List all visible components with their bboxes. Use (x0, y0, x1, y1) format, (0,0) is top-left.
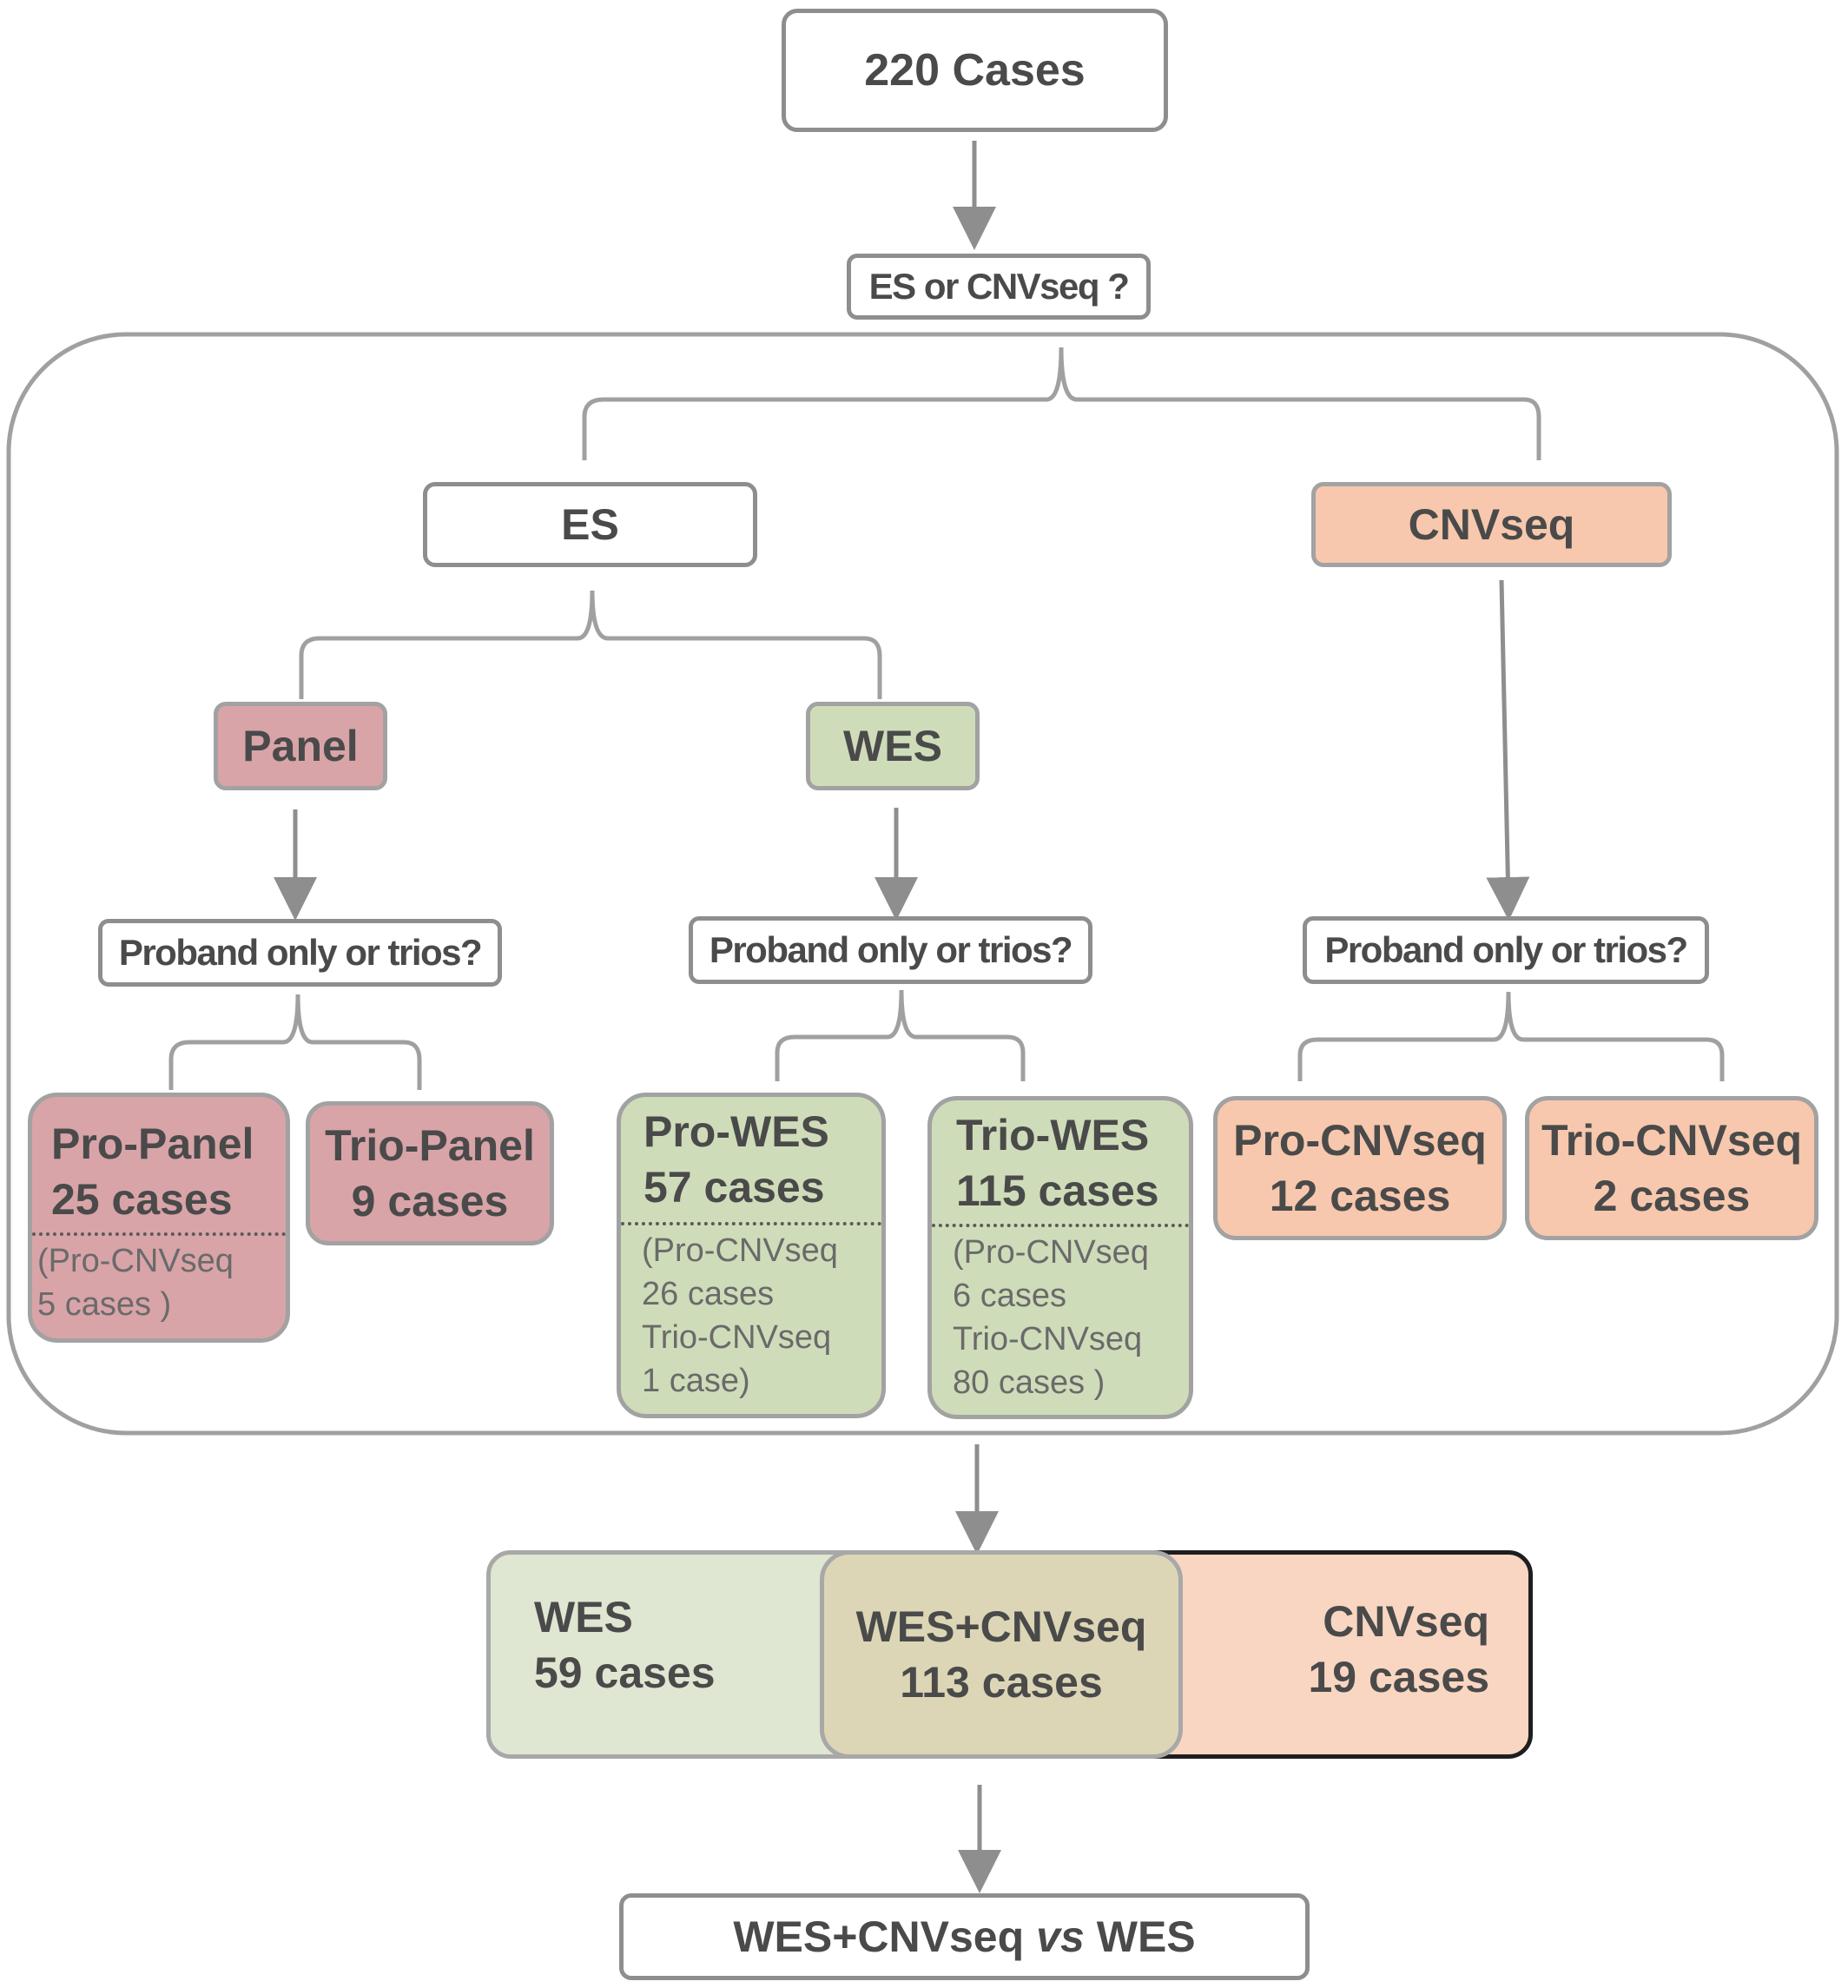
pro-wes-sub3: Trio-CNVseq (642, 1319, 832, 1356)
wes-box: WES (806, 702, 980, 790)
pro-wes-sub4: 1 case) (642, 1363, 750, 1399)
total-cases-box: 220 Cases (782, 9, 1168, 132)
question-panel-proband-or-trios: Proband only or trios? (98, 919, 502, 987)
trio-panel-box: Trio-Panel 9 cases (306, 1101, 554, 1245)
pro-cnvseq-title: Pro-CNVseq (1233, 1116, 1487, 1165)
trio-panel-count: 9 cases (351, 1177, 509, 1225)
pro-panel-divider (32, 1232, 286, 1236)
arrow-cnvseq-to-question (1486, 579, 1530, 921)
panel-box: Panel (214, 702, 387, 790)
panel-label: Panel (242, 722, 359, 770)
pro-wes-title: Pro-WES (644, 1107, 829, 1156)
pro-panel-title: Pro-Panel (51, 1119, 254, 1168)
brace-panel-wes (299, 590, 882, 699)
trio-wes-count: 115 cases (956, 1166, 1159, 1215)
trio-panel-title: Trio-Panel (325, 1121, 535, 1170)
pro-wes-sub1: (Pro-CNVseq (642, 1232, 838, 1269)
summary-cnvseq-count: 19 cases (1308, 1653, 1489, 1701)
summary-overlap-count: 113 cases (900, 1658, 1103, 1707)
question-cnvseq-label: Proband only or trios? (1324, 929, 1688, 970)
brace-es-cnvseq (582, 347, 1541, 460)
question-cnvseq-proband-or-trios: Proband only or trios? (1303, 916, 1709, 984)
final-left-label: WES+CNVseq (733, 1912, 1025, 1961)
summary-wes-title: WES (534, 1593, 633, 1641)
pro-wes-box: Pro-WES 57 cases (Pro-CNVseq 26 cases Tr… (617, 1093, 886, 1418)
trio-cnvseq-title: Trio-CNVseq (1541, 1116, 1803, 1165)
summary-overlap-title: WES+CNVseq (855, 1602, 1147, 1651)
trio-wes-box: Trio-WES 115 cases (Pro-CNVseq 6 cases T… (927, 1096, 1193, 1419)
pro-cnvseq-count: 12 cases (1269, 1172, 1451, 1220)
es-box: ES (423, 482, 757, 567)
pro-cnvseq-box: Pro-CNVseq 12 cases (1213, 1096, 1507, 1240)
wes-label: WES (843, 722, 942, 770)
trio-wes-sub2: 6 cases (953, 1278, 1066, 1314)
question-es-or-cnvseq: ES or CNVseq ? (847, 254, 1151, 320)
summary-overlap-box: WES+CNVseq 113 cases (820, 1550, 1183, 1759)
cnvseq-label: CNVseq (1408, 500, 1575, 549)
pro-panel-sub2: 5 cases ) (37, 1286, 172, 1323)
pro-panel-box: Pro-Panel 25 cases (Pro-CNVseq 5 cases ) (28, 1093, 290, 1343)
trio-cnvseq-box: Trio-CNVseq 2 cases (1525, 1096, 1818, 1240)
question-panel-label: Proband only or trios? (118, 932, 483, 973)
pro-wes-count: 57 cases (644, 1163, 825, 1212)
es-cnvseq-container (6, 332, 1839, 1436)
trio-wes-sub1: (Pro-CNVseq (953, 1234, 1149, 1271)
brace-pro-trio-wes (775, 989, 1026, 1081)
cnvseq-box: CNVseq (1311, 482, 1672, 567)
pro-panel-count: 25 cases (51, 1175, 233, 1224)
brace-pro-trio-panel (168, 994, 422, 1090)
es-label: ES (561, 500, 619, 549)
final-right-label: WES (1096, 1912, 1196, 1961)
total-cases-label: 220 Cases (864, 45, 1086, 96)
brace-pro-trio-cnvseq (1297, 991, 1725, 1081)
trio-cnvseq-count: 2 cases (1593, 1172, 1751, 1220)
final-vs-label: vs (1036, 1912, 1085, 1961)
summary-cnvseq-title: CNVseq (1323, 1597, 1489, 1646)
trio-wes-sub4: 80 cases ) (953, 1364, 1106, 1401)
trio-wes-title: Trio-WES (956, 1111, 1150, 1159)
question-wes-label: Proband only or trios? (709, 929, 1073, 970)
pro-wes-divider (621, 1222, 881, 1225)
pro-panel-sub1: (Pro-CNVseq (37, 1243, 234, 1279)
question-wes-proband-or-trios: Proband only or trios? (689, 916, 1092, 984)
final-comparison-box: WES+CNVseq vs WES (619, 1893, 1310, 1980)
summary-wes-count: 59 cases (534, 1648, 716, 1697)
pro-wes-sub2: 26 cases (642, 1276, 775, 1312)
trio-wes-sub3: Trio-CNVseq (953, 1321, 1143, 1357)
trio-wes-divider (932, 1224, 1189, 1227)
question-es-or-cnvseq-label: ES or CNVseq ? (868, 266, 1130, 307)
